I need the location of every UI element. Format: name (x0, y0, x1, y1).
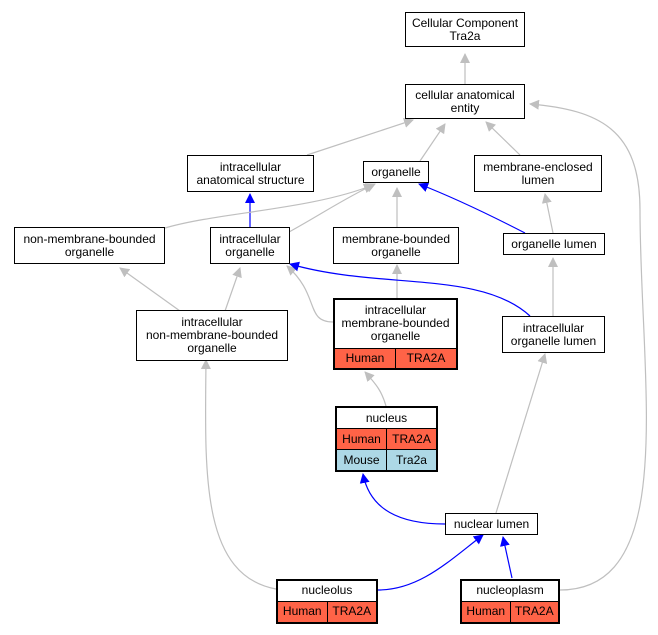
node-header: nucleus (337, 408, 436, 428)
node-label: intracellular organelle lumen (510, 320, 597, 348)
node-label: organelle (371, 164, 421, 179)
edge-mel-to-cae (485, 121, 521, 156)
node-nucleoplasm[interactable]: nucleoplasm Human TRA2A (460, 579, 560, 624)
annotation-row-human: Human TRA2A (278, 601, 376, 622)
gene-cell: TRA2A (396, 348, 456, 368)
gene-cell: TRA2A (510, 601, 558, 622)
edge-organelle-to-cae (419, 123, 446, 162)
node-label: non-membrane-bounded organelle (23, 231, 156, 259)
node-label: membrane-bounded organelle (341, 231, 451, 259)
annotation-row-human: Human TRA2A (462, 601, 558, 622)
node-intracellular-non-membrane-bounded-organelle[interactable]: intracellular non-membrane-bounded organ… (136, 310, 288, 361)
edge-nucleoplasm-to-nl[interactable] (500, 536, 513, 579)
edge-imbo-to-io (286, 265, 334, 323)
gene-cell: Tra2a (387, 450, 436, 470)
species-cell: Human (278, 601, 327, 622)
node-cellular-component[interactable]: Cellular Component Tra2a (405, 12, 525, 47)
node-intracellular-anatomical-structure[interactable]: intracellular anatomical structure (187, 155, 314, 192)
node-cellular-anatomical-entity[interactable]: cellular anatomical entity (405, 84, 525, 119)
node-label: intracellular non-membrane-bounded organ… (145, 315, 279, 355)
node-label: nucleolus (301, 583, 353, 598)
edge-ias-to-cae (306, 118, 414, 156)
node-header: nucleolus (278, 581, 376, 601)
node-intracellular-organelle[interactable]: intracellular organelle (210, 227, 290, 264)
node-membrane-enclosed-lumen[interactable]: membrane-enclosed lumen (474, 155, 602, 192)
node-label: Cellular Component Tra2a (411, 15, 519, 43)
node-organelle[interactable]: organelle (363, 161, 429, 183)
edge-inmbo-to-io (224, 267, 242, 312)
node-label: cellular anatomical entity (415, 87, 515, 115)
node-label: intracellular organelle (219, 231, 281, 259)
edge-nmbo-to-organelle (164, 183, 374, 229)
edge-inmbo-to-nmbo (119, 267, 181, 312)
gene-cell: TRA2A (387, 429, 436, 449)
node-label: organelle lumen (511, 236, 597, 251)
node-organelle-lumen[interactable]: organelle lumen (503, 233, 605, 255)
edge-nl-to-iol (495, 353, 548, 514)
edge-nucleolus-to-inmbo (200, 359, 277, 590)
annotation-row-mouse: Mouse Tra2a (337, 450, 436, 470)
node-membrane-bounded-organelle[interactable]: membrane-bounded organelle (333, 227, 459, 264)
node-nucleolus[interactable]: nucleolus Human TRA2A (276, 579, 378, 624)
annotation-row-human: Human TRA2A (335, 348, 456, 368)
edge-nl-to-nucleus[interactable] (359, 473, 446, 525)
species-cell: Human (337, 429, 386, 449)
species-cell: Human (462, 601, 510, 622)
node-label: intracellular anatomical structure (196, 159, 305, 187)
node-label: intracellular membrane-bounded organelle (341, 303, 450, 344)
node-nuclear-lumen[interactable]: nuclear lumen (445, 513, 538, 535)
node-intracellular-membrane-bounded-organelle[interactable]: intracellular membrane-bounded organelle… (333, 298, 458, 370)
node-nucleus[interactable]: nucleus Human TRA2A Mouse Tra2a (335, 406, 438, 472)
node-header: intracellular membrane-bounded organelle (335, 300, 456, 348)
node-label: nucleoplasm (476, 583, 544, 598)
node-intracellular-organelle-lumen[interactable]: intracellular organelle lumen (502, 316, 605, 353)
node-non-membrane-bounded-organelle[interactable]: non-membrane-bounded organelle (14, 227, 165, 264)
edge-nucleus-to-imbo (364, 371, 387, 407)
node-label: nucleus (365, 410, 408, 425)
node-label: membrane-enclosed lumen (483, 159, 593, 187)
edge-nucleoplasm-to-cae (529, 99, 647, 591)
node-header: nucleoplasm (462, 581, 558, 601)
edge-ol-to-mel (541, 193, 554, 234)
node-label: nuclear lumen (453, 516, 530, 531)
gene-cell: TRA2A (327, 601, 376, 622)
species-cell: Mouse (337, 450, 386, 470)
annotation-row-human: Human TRA2A (337, 429, 436, 449)
edge-nucleolus-to-nl[interactable] (377, 534, 484, 591)
edge-iol-to-io[interactable] (289, 261, 531, 317)
species-cell: Human (335, 348, 395, 368)
edge-ol-to-organelle[interactable] (418, 182, 526, 234)
